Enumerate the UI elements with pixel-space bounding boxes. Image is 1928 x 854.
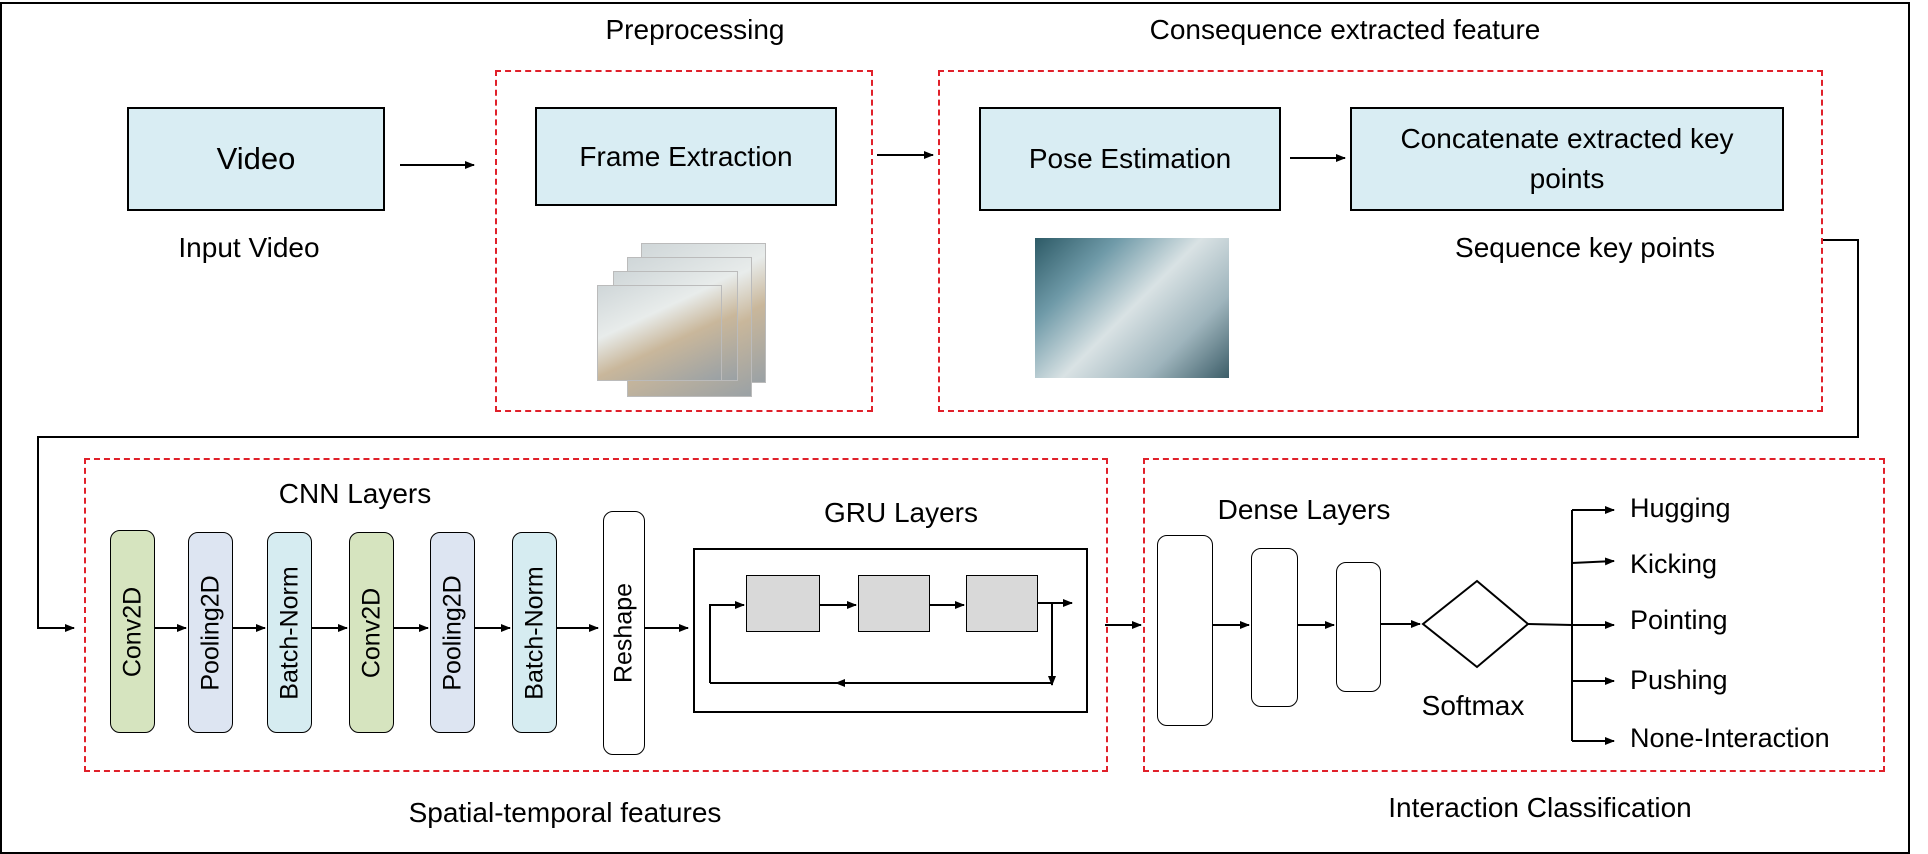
preprocessing-region xyxy=(495,70,873,412)
dense-layer-1 xyxy=(1157,535,1213,726)
cnn-layers-label: CNN Layers xyxy=(278,478,432,509)
interaction-classification-title: Interaction Classification xyxy=(1388,792,1692,823)
dense-layer-3 xyxy=(1336,562,1381,692)
input-video-label: Input Video xyxy=(178,232,320,263)
batchnorm-layer-2: Batch-Norm xyxy=(512,532,557,733)
gru-cell xyxy=(966,575,1038,632)
dense-layer-2 xyxy=(1251,548,1298,707)
class-label: Hugging xyxy=(1630,493,1731,523)
spatial-temporal-title: Spatial-temporal features xyxy=(408,797,722,828)
video-box: Video xyxy=(127,107,385,211)
concatenate-label: Concatenate extracted key points xyxy=(1400,123,1734,194)
pose-thumbnail xyxy=(1035,238,1229,378)
pooling2d-layer-2: Pooling2D xyxy=(430,532,475,733)
consequence-title: Consequence extracted feature xyxy=(1149,14,1541,45)
concatenate-box: Concatenate extracted key points xyxy=(1350,107,1784,211)
frame-thumbnail xyxy=(597,285,722,381)
video-label: Video xyxy=(216,141,296,176)
gru-cell xyxy=(858,575,930,632)
dense-layers-label: Dense Layers xyxy=(1217,494,1391,525)
batchnorm-layer-1: Batch-Norm xyxy=(267,532,312,733)
pooling2d-layer-1: Pooling2D xyxy=(188,532,233,733)
gru-cell xyxy=(746,575,820,632)
class-label: Pointing xyxy=(1630,605,1728,635)
conv2d-layer-1: Conv2D xyxy=(110,530,155,733)
frame-extraction-box: Frame Extraction xyxy=(535,107,837,206)
conv2d-layer-2: Conv2D xyxy=(349,532,394,733)
class-label: Kicking xyxy=(1630,549,1718,579)
class-label: Pushing xyxy=(1630,665,1728,695)
softmax-label: Softmax xyxy=(1421,690,1525,721)
feature-region xyxy=(938,70,1823,412)
class-label: None-Interaction xyxy=(1630,723,1830,753)
pose-estimation-label: Pose Estimation xyxy=(1028,143,1232,174)
frame-extraction-label: Frame Extraction xyxy=(579,140,793,172)
pose-estimation-box: Pose Estimation xyxy=(979,107,1281,211)
sequence-key-points-label: Sequence key points xyxy=(1455,232,1715,263)
interaction-region xyxy=(1143,458,1885,772)
reshape-layer: Reshape xyxy=(603,511,645,755)
preprocessing-title: Preprocessing xyxy=(605,14,785,45)
spatial-temporal-region xyxy=(84,458,1108,772)
gru-layers-label: GRU Layers xyxy=(823,497,979,528)
